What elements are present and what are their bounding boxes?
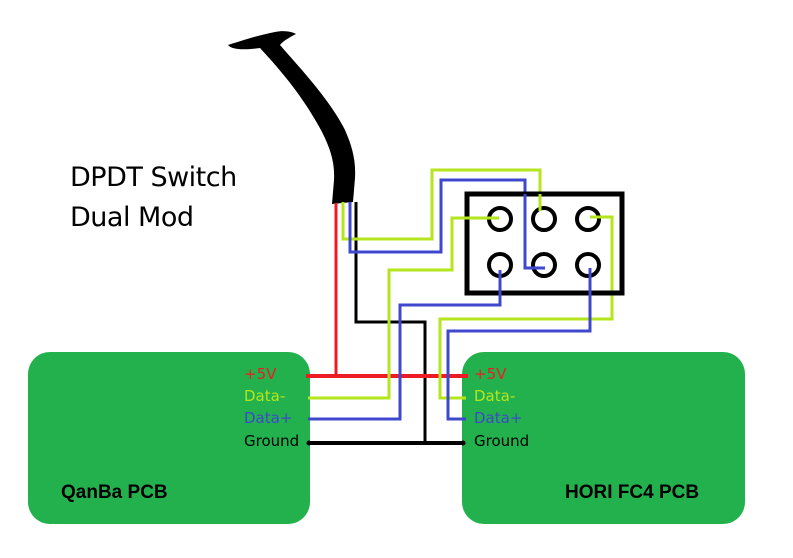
qanba-ground-pin-dot (306, 440, 312, 446)
hori-pin-data-minus: Data- (474, 387, 516, 405)
switch-terminal-top-right (575, 206, 601, 232)
hori-pin-data-plus: Data+ (474, 409, 523, 427)
wire-hori-data-plus (446, 268, 592, 421)
qanba-pcb-label: QanBa PCB (61, 482, 168, 503)
wire-end-bottom-middle (523, 194, 545, 270)
qanba-pcb: QanBa PCB (28, 352, 310, 524)
hori-pin-ground: Ground (474, 432, 530, 450)
qanba-pin-data-plus: Data+ (244, 409, 293, 427)
switch-terminal-bottom-middle (531, 252, 557, 278)
hori-pin-vcc: +5V (474, 365, 507, 383)
diagram-title-line2: Dual Mod (70, 202, 194, 233)
switch-terminal-top-middle (531, 206, 557, 232)
diagram-title-line1: DPDT Switch (70, 162, 237, 193)
qanba-pin-data-minus: Data- (244, 387, 286, 405)
hori-pcb-label: HORI FC4 PCB (565, 482, 700, 503)
qanba-pin-vcc: +5V (244, 365, 277, 383)
usb-cable (228, 31, 356, 205)
qanba-pin-ground: Ground (244, 432, 300, 450)
dpdt-switch-body (464, 191, 625, 296)
hori-ground-pin-dot (460, 440, 466, 446)
switch-terminal-bottom-right (575, 252, 601, 278)
wire-data-minus-cable (341, 168, 542, 241)
hori-pcb: HORI FC4 PCB (462, 352, 745, 524)
